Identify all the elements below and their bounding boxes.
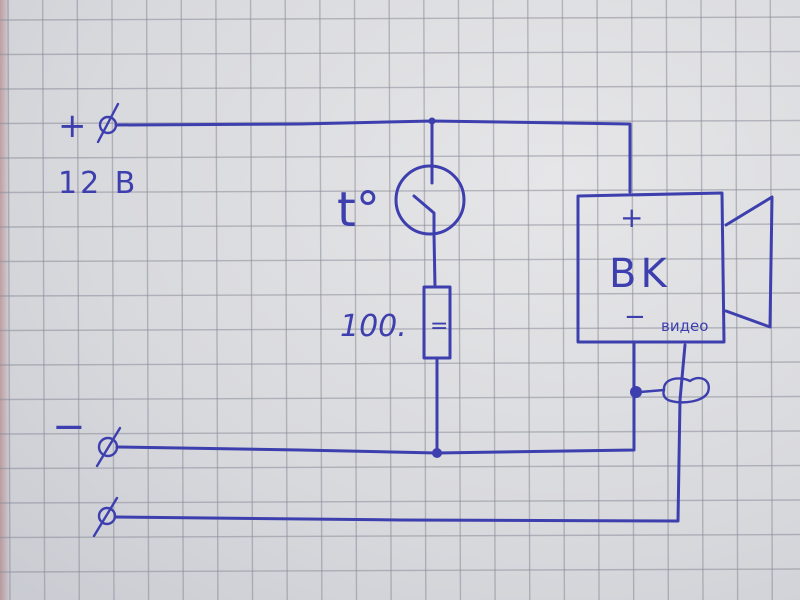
terminal-slash (95, 426, 122, 468)
resistor-label: 100. (340, 309, 407, 344)
positive-sign: + (58, 106, 87, 146)
negative-terminal: − (52, 404, 122, 468)
grid-line-vertical (596, 0, 600, 600)
grid-line-horizontal (0, 50, 800, 56)
grid-line-vertical (76, 0, 80, 600)
switch-contact (412, 194, 436, 238)
camera-minus: − (624, 302, 646, 332)
grid-line-horizontal (0, 568, 800, 573)
grid-line-vertical (319, 0, 323, 600)
grid-line-horizontal (0, 430, 800, 435)
camera-lens-icon (724, 195, 774, 329)
grid-line-vertical (561, 0, 566, 600)
grid-line-vertical (284, 0, 288, 600)
grid-line-horizontal (0, 292, 800, 297)
grid-line-vertical (457, 0, 462, 600)
grid-line-vertical (180, 0, 184, 600)
resistor: = 100. (340, 285, 452, 455)
camera-body (576, 191, 726, 344)
positive-terminal: + 12 B (58, 102, 138, 201)
grid-line-horizontal (0, 154, 800, 159)
terminal-slash (92, 496, 119, 538)
camera-label: BK (609, 251, 671, 297)
grid-line-vertical (111, 0, 115, 600)
grid-line-horizontal (0, 395, 800, 401)
grid-line-vertical (388, 0, 392, 600)
junction-bottom (432, 448, 442, 458)
grid-line-horizontal (0, 85, 800, 90)
grid-line-horizontal (0, 533, 800, 539)
thermostat-lead-bottom (432, 232, 437, 289)
voltage-label: 12 B (58, 166, 138, 201)
thermal-switch-icon (394, 164, 466, 236)
coax-lead (638, 388, 666, 394)
grid-line-horizontal (0, 188, 800, 194)
grid-line-vertical (7, 0, 11, 600)
camera-plus: + (620, 201, 643, 234)
coax-ring (662, 376, 710, 404)
grid-line-horizontal (0, 223, 800, 228)
grid-line-horizontal (0, 326, 800, 332)
camera-video-label: видео (661, 317, 708, 335)
video-camera: + BK − видео (576, 191, 774, 344)
negative-wire (115, 340, 636, 455)
grid-line-vertical (215, 0, 219, 600)
grid-line-horizontal (0, 257, 800, 263)
grid-line-vertical (145, 0, 150, 600)
video-terminal (92, 496, 119, 538)
coax-connector-icon (630, 376, 710, 404)
grid-line-vertical (353, 0, 358, 600)
grid-line-vertical (249, 0, 254, 600)
grid-line-vertical (41, 0, 46, 600)
resistor-mark: = (430, 314, 448, 339)
grid-line-horizontal (0, 16, 800, 21)
negative-sign: − (52, 404, 86, 450)
grid-line-horizontal (0, 499, 800, 504)
terminal-slash (96, 102, 120, 144)
video-wire (114, 343, 687, 523)
grid-line-vertical (527, 0, 531, 600)
thermostat-label: t° (337, 182, 380, 238)
grid-line-horizontal (0, 464, 800, 470)
grid-line-horizontal (0, 361, 800, 366)
grid-line-vertical (492, 0, 496, 600)
thermostat: t° (337, 119, 466, 289)
junction-camera (630, 386, 642, 398)
